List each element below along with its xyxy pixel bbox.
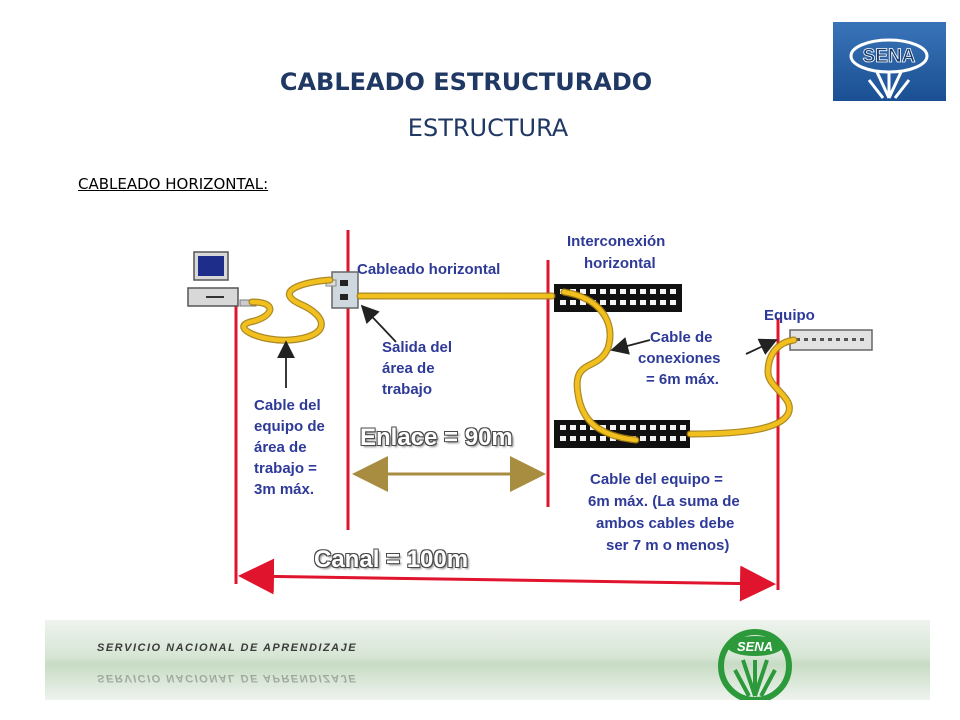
port: [640, 289, 646, 294]
workarea-cable: [241, 277, 333, 343]
label-interconnect-1: Interconexión: [567, 233, 666, 250]
port: [796, 338, 800, 341]
port: [610, 425, 616, 430]
footer-banner: SERVICIO NACIONAL DE APRENDIZAJE SERVICI…: [45, 620, 930, 700]
port: [620, 425, 626, 430]
port: [852, 338, 856, 341]
sena-logo: SENA: [833, 22, 946, 101]
label-eq-cable-1: Cable del equipo =: [590, 471, 723, 488]
port: [650, 425, 656, 430]
port: [610, 300, 616, 305]
port: [560, 425, 566, 430]
pointer-patch-cable: [610, 337, 651, 355]
label-horizontal-cabling: Cableado horizontal: [357, 261, 501, 278]
port: [670, 289, 676, 294]
port: [630, 289, 636, 294]
label-wa-cable-2: equipo de: [254, 418, 325, 435]
label-link: Enlace = 90m: [360, 424, 513, 451]
port: [660, 300, 666, 305]
label-patch-1: Cable de: [650, 329, 713, 346]
patch-panel-top-icon: [554, 284, 682, 312]
label-outlet-1: Salida del: [382, 339, 453, 356]
port: [640, 436, 646, 441]
patch-cable: [561, 289, 639, 443]
port: [620, 289, 626, 294]
port: [680, 425, 686, 430]
port: [620, 300, 626, 305]
label-eq-cable-4: ser 7 m o menos): [606, 537, 730, 554]
port: [600, 289, 606, 294]
port: [804, 338, 808, 341]
port: [820, 338, 824, 341]
port: [680, 436, 686, 441]
port: [828, 338, 832, 341]
port: [660, 425, 666, 430]
port: [844, 338, 848, 341]
footer-text-reflection: SERVICIO NACIONAL DE APRENDIZAJE: [97, 672, 358, 684]
channel-measure-arrow: [238, 558, 776, 602]
port: [580, 425, 586, 430]
port: [590, 289, 596, 294]
port: [610, 289, 616, 294]
label-wa-cable-4: trabajo =: [254, 460, 317, 477]
footer-logo-text: SENA: [737, 639, 773, 654]
port: [600, 300, 606, 305]
horizontal-cabling-diagram: Cableado horizontal Interconexión horizo…: [180, 222, 900, 602]
port: [660, 436, 666, 441]
footer-sena-logo: SENA: [718, 629, 792, 700]
slide-title: CABLEADO ESTRUCTURADO: [279, 68, 653, 96]
port: [560, 436, 566, 441]
port: [630, 300, 636, 305]
label-wa-cable-1: Cable del: [254, 397, 321, 414]
section-label: CABLEADO HORIZONTAL:: [78, 175, 269, 193]
port: [650, 289, 656, 294]
port: [630, 425, 636, 430]
port: [650, 436, 656, 441]
label-channel: Canal = 100m: [314, 546, 469, 573]
label-eq-cable-2: 6m máx. (La suma de: [588, 493, 740, 510]
port: [590, 436, 596, 441]
pointer-equipment-patch: [745, 338, 778, 356]
label-wa-cable-5: 3m máx.: [254, 481, 315, 498]
label-eq-cable-3: ambos cables debe: [596, 515, 735, 532]
slide-subtitle: ESTRUCTURA: [407, 114, 569, 142]
port: [640, 300, 646, 305]
sena-logo-text: SENA: [863, 46, 916, 67]
sena-logo-emblem: SENA: [849, 38, 929, 99]
patch-panel-bottom-icon: [554, 420, 690, 448]
port: [860, 338, 864, 341]
label-wa-cable-3: área de: [254, 439, 307, 456]
port: [670, 436, 676, 441]
port: [560, 300, 566, 305]
port: [660, 289, 666, 294]
port: [600, 436, 606, 441]
label-interconnect-2: horizontal: [584, 255, 656, 272]
port: [570, 300, 576, 305]
footer-text: SERVICIO NACIONAL DE APRENDIZAJE: [97, 642, 358, 654]
port: [580, 436, 586, 441]
port: [670, 425, 676, 430]
label-outlet-3: trabajo: [382, 381, 433, 398]
label-patch-3: = 6m máx.: [646, 371, 719, 388]
label-outlet-2: área de: [382, 360, 435, 377]
port: [650, 300, 656, 305]
port: [812, 338, 816, 341]
label-patch-2: conexiones: [638, 350, 721, 367]
port: [670, 300, 676, 305]
port: [570, 436, 576, 441]
label-equipment: Equipo: [764, 307, 815, 324]
port: [580, 289, 586, 294]
port: [640, 425, 646, 430]
port: [836, 338, 840, 341]
port: [580, 300, 586, 305]
computer-icon: [187, 251, 257, 307]
pointer-outlet: [360, 304, 397, 343]
port: [570, 425, 576, 430]
